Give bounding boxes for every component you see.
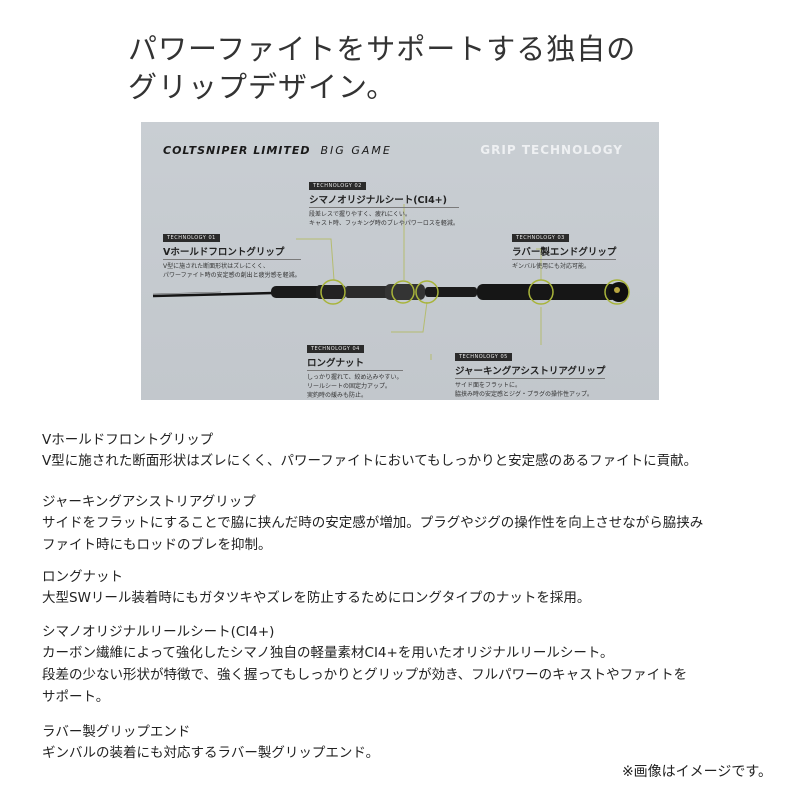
section-body: サイドをフラットにすることで脇に挟んだ時の安定感が増加。プラグやジグの操作性を向…: [42, 512, 782, 556]
section-body-line: ファイト時にもロッドのブレを抑制。: [42, 537, 272, 553]
section-body-line: ギンバルの装着にも対応するラバー製グリップエンド。: [42, 745, 380, 761]
brand-sub: BIG GAME: [320, 144, 392, 157]
image-disclaimer: ※画像はイメージです。: [621, 764, 772, 780]
callout-title: ロングナット: [307, 355, 403, 371]
callout-title: ジャーキングアシストリアグリップ: [455, 363, 606, 379]
callout-tag: TECHNOLOGY 04: [307, 345, 364, 353]
callout-tag: TECHNOLOGY 05: [455, 353, 512, 361]
section-title: ラバー製グリップエンド: [42, 724, 191, 740]
callout-desc: しっかり握れて、絞め込みやすい。 リールシートの固定力アップ。 実釣時の緩みも防…: [307, 373, 403, 400]
callout-title: ラバー製エンドグリップ: [512, 244, 617, 260]
headline-line-1: パワーファイトをサポートする独自の: [128, 32, 637, 66]
grip-technology-label: GRIP TECHNOLOGY: [480, 143, 623, 157]
callout-desc-line: しっかり握れて、絞め込みやすい。: [307, 374, 403, 381]
section-title: ジャーキングアシストリアグリップ: [42, 494, 256, 510]
section-body-line: サポート。: [42, 689, 110, 705]
callout-desc-line: キャスト時、フッキング時のブレやパワーロスを軽減。: [309, 220, 459, 227]
product-logo: COLTSNIPER LIMITED BIG GAME: [163, 144, 392, 157]
rod-illustration: [152, 204, 630, 360]
section-body-line: 段差の少ない形状が特徴で、強く握ってもしっかりとグリップが効き、フルパワーのキャ…: [42, 667, 688, 683]
section-body-line: カーボン繊維によって強化したシマノ独自の軽量素材CI4+を用いたオリジナルリール…: [42, 645, 614, 661]
callout-desc-line: ギンバル使用にも対応可能。: [512, 263, 591, 270]
callout-desc: サイド面をフラットに。 脇挟み時の安定感とジグ・プラグの操作性アップ。: [455, 381, 605, 399]
section-body-line: V型に施された断面形状はズレにくく、パワーファイトにおいてもしっかりと安定感のあ…: [42, 453, 698, 469]
headline-line-2: グリップデザイン。: [128, 70, 397, 104]
headline: パワーファイトをサポートする独自の グリップデザイン。: [128, 30, 728, 106]
section-body: V型に施された断面形状はズレにくく、パワーファイトにおいてもしっかりと安定感のあ…: [42, 450, 782, 472]
callout-desc-line: リールシートの固定力アップ。: [307, 383, 391, 390]
callout-desc-line: V型に施された断面形状はズレにくく、: [163, 263, 269, 270]
brand-name: COLTSNIPER LIMITED: [163, 144, 311, 157]
section-body: カーボン繊維によって強化したシマノ独自の軽量素材CI4+を用いたオリジナルリール…: [42, 642, 782, 708]
callout-rubber-end-grip: TECHNOLOGY 03 ラバー製エンドグリップ ギンバル使用にも対応可能。: [512, 224, 617, 271]
section-shimano-reel-seat: シマノオリジナルリールシート(CI4+) カーボン繊維によって強化したシマノ独自…: [42, 622, 782, 708]
section-v-hold-front-grip: Vホールドフロントグリップ V型に施された断面形状はズレにくく、パワーファイトに…: [42, 430, 782, 472]
callout-shimano-reel-seat: TECHNOLOGY 02 シマノオリジナルシート(CI4+) 段差レスで握りや…: [309, 172, 459, 228]
callout-desc-line: パワーファイト時の安定感の創出と疲労感を軽減。: [163, 272, 301, 279]
callout-desc: V型に施された断面形状はズレにくく、 パワーファイト時の安定感の創出と疲労感を軽…: [163, 262, 301, 280]
section-body: ギンバルの装着にも対応するラバー製グリップエンド。: [42, 742, 782, 764]
section-long-nut: ロングナット 大型SWリール装着時にもガタツキやズレを防止するためにロングタイプ…: [42, 567, 782, 609]
callout-desc-line: 実釣時の緩みも防止。: [307, 392, 368, 399]
callout-title: Vホールドフロントグリップ: [163, 244, 301, 260]
callout-title: シマノオリジナルシート(CI4+): [309, 192, 459, 208]
section-body-line: サイドをフラットにすることで脇に挟んだ時の安定感が増加。プラグやジグの操作性を向…: [42, 515, 704, 531]
callout-desc-line: 段差レスで握りやすく、疲れにくい。: [309, 211, 411, 218]
section-title: Vホールドフロントグリップ: [42, 432, 214, 448]
section-title: ロングナット: [42, 569, 123, 585]
section-body: 大型SWリール装着時にもガタツキやズレを防止するためにロングタイプのナットを採用…: [42, 587, 782, 609]
callout-long-nut: TECHNOLOGY 04 ロングナット しっかり握れて、絞め込みやすい。 リー…: [307, 335, 403, 400]
section-jerking-assist-rear-grip: ジャーキングアシストリアグリップ サイドをフラットにすることで脇に挟んだ時の安定…: [42, 492, 782, 556]
callout-jerking-assist-rear-grip: TECHNOLOGY 05 ジャーキングアシストリアグリップ サイド面をフラット…: [455, 343, 606, 399]
callout-desc: ギンバル使用にも対応可能。: [512, 262, 616, 271]
section-rubber-grip-end: ラバー製グリップエンド ギンバルの装着にも対応するラバー製グリップエンド。: [42, 722, 782, 764]
callout-v-hold-front-grip: TECHNOLOGY 01 Vホールドフロントグリップ V型に施された断面形状は…: [163, 224, 301, 280]
section-body-line: 大型SWリール装着時にもガタツキやズレを防止するためにロングタイプのナットを採用…: [42, 590, 591, 606]
grip-technology-diagram: COLTSNIPER LIMITED BIG GAME GRIP TECHNOLO…: [141, 122, 659, 400]
section-title: シマノオリジナルリールシート(CI4+): [42, 624, 275, 640]
callout-desc-line: 脇挟み時の安定感とジグ・プラグの操作性アップ。: [455, 391, 593, 398]
callout-desc-line: サイド面をフラットに。: [455, 382, 522, 389]
callout-tag: TECHNOLOGY 02: [309, 182, 366, 190]
callout-tag: TECHNOLOGY 01: [163, 234, 220, 242]
callout-desc: 段差レスで握りやすく、疲れにくい。 キャスト時、フッキング時のブレやパワーロスを…: [309, 210, 459, 228]
callout-tag: TECHNOLOGY 03: [512, 234, 569, 242]
